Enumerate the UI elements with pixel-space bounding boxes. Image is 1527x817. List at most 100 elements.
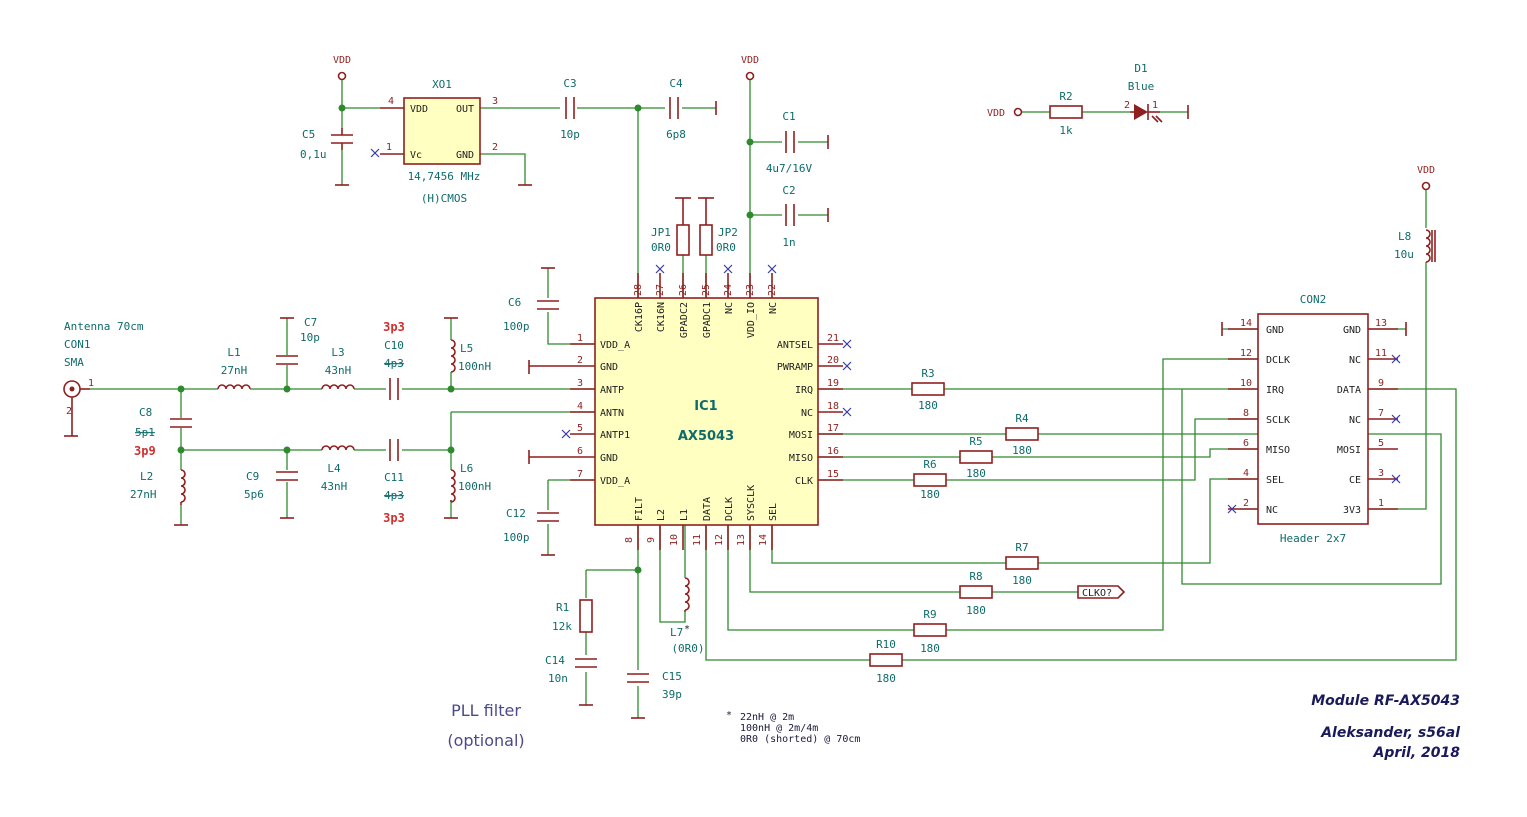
svg-text:10u: 10u: [1394, 248, 1414, 261]
inductor-l8: L8 10u: [1394, 229, 1436, 263]
svg-text:VDD: VDD: [333, 55, 351, 66]
pin-name: VDD_A: [600, 340, 630, 351]
pin-number: 10: [669, 534, 680, 546]
pin-name: SYSCLK: [746, 485, 757, 521]
pin-number: 13: [736, 534, 747, 546]
svg-text:C9: C9: [246, 470, 259, 483]
pin-number: 13: [1375, 318, 1387, 329]
svg-text:180: 180: [966, 467, 986, 480]
pin-number: 24: [723, 284, 734, 296]
pin-number: 10: [1240, 378, 1252, 389]
svg-text:100p: 100p: [503, 320, 530, 333]
capacitor-c14: C14 10n: [545, 654, 597, 685]
con2-pin-7: 7NC: [1349, 408, 1401, 426]
svg-text:L5: L5: [460, 342, 473, 355]
title-block: Module RF-AX5043 Aleksander, s56al April…: [1311, 693, 1460, 761]
svg-text:27nH: 27nH: [130, 488, 157, 501]
pin-number: 2: [1243, 498, 1249, 509]
svg-text:6p8: 6p8: [666, 128, 686, 141]
pin-number: 20: [827, 355, 839, 366]
svg-text:*: *: [684, 624, 690, 635]
svg-text:R2: R2: [1059, 90, 1072, 103]
svg-text:100nH: 100nH: [458, 360, 491, 373]
capacitor-c4: C4 6p8: [666, 77, 686, 141]
pin-name: NC: [1349, 355, 1361, 366]
pin-number: 21: [827, 333, 839, 344]
no-connect-mark: [1391, 354, 1401, 364]
pin-number: 4: [577, 401, 583, 412]
svg-text:L6: L6: [460, 462, 473, 475]
svg-text:180: 180: [1012, 444, 1032, 457]
led-d1: D1 Blue 2 1: [1124, 62, 1163, 123]
pin-number: 26: [678, 284, 689, 296]
svg-text:GND: GND: [456, 150, 474, 161]
pin-number: 14: [1240, 318, 1252, 329]
svg-text:OUT: OUT: [456, 104, 474, 115]
svg-text:0,1u: 0,1u: [300, 148, 327, 161]
capacitor-c5: C5 0,1u: [300, 128, 353, 161]
pin-name: NC: [1266, 505, 1278, 516]
svg-text:1: 1: [88, 378, 94, 389]
svg-text:180: 180: [966, 604, 986, 617]
pin-name: PWRAMP: [777, 362, 813, 373]
svg-text:2: 2: [1124, 100, 1130, 111]
pin-number: 1: [1378, 498, 1384, 509]
inductor-l3: L3 43nH: [321, 346, 355, 390]
svg-text:C8: C8: [139, 406, 152, 419]
pin-name: NC: [724, 302, 735, 314]
svg-text:2: 2: [492, 142, 498, 153]
pin-number: 4: [1243, 468, 1249, 479]
svg-text:C1: C1: [782, 110, 795, 123]
svg-text:Blue: Blue: [1128, 80, 1155, 93]
inductor-l4: L4 43nH: [321, 445, 355, 493]
svg-text:180: 180: [1012, 574, 1032, 587]
svg-text:Aleksander, s56al: Aleksander, s56al: [1320, 725, 1460, 741]
svg-text:(optional): (optional): [447, 731, 524, 750]
no-connect-mark: [1227, 504, 1237, 514]
pin-number: 3: [577, 378, 583, 389]
svg-text:R4: R4: [1015, 412, 1029, 425]
svg-text:C5: C5: [302, 128, 315, 141]
svg-text:VDD: VDD: [410, 104, 428, 115]
pin-number: 27: [655, 284, 666, 296]
resistor-r7: R7 180: [1005, 541, 1039, 587]
pin-name: VDD_IO: [746, 302, 757, 338]
pin-number: 1: [577, 333, 583, 344]
pin-name: ANTP: [600, 385, 624, 396]
svg-text:R5: R5: [969, 435, 982, 448]
pin-number: 25: [701, 284, 712, 296]
wires: [90, 80, 1457, 718]
svg-text:R7: R7: [1015, 541, 1028, 554]
svg-text:C10: C10: [384, 339, 404, 352]
svg-text:L7: L7: [670, 626, 683, 639]
pin-number: 12: [714, 534, 725, 546]
jumper-jp2: JP2 0R0: [699, 198, 738, 256]
pin-number: 23: [745, 284, 756, 296]
svg-text:0R0: 0R0: [716, 241, 736, 254]
svg-text:C12: C12: [506, 507, 526, 520]
svg-text:D1: D1: [1134, 62, 1147, 75]
pin-name: CLK: [795, 476, 813, 487]
pin-number: 16: [827, 446, 839, 457]
svg-text:C11: C11: [384, 471, 404, 484]
svg-text:10p: 10p: [560, 128, 580, 141]
pin-name: MOSI: [789, 430, 813, 441]
svg-text:R9: R9: [923, 608, 936, 621]
svg-text:R3: R3: [921, 367, 934, 380]
svg-text:JP1: JP1: [651, 226, 671, 239]
vdd-symbols: VDD VDD VDD VDD: [333, 55, 1435, 191]
capacitor-c2: C2 1n: [782, 184, 795, 249]
pin-number: 11: [1375, 348, 1387, 359]
svg-text:180: 180: [920, 488, 940, 501]
